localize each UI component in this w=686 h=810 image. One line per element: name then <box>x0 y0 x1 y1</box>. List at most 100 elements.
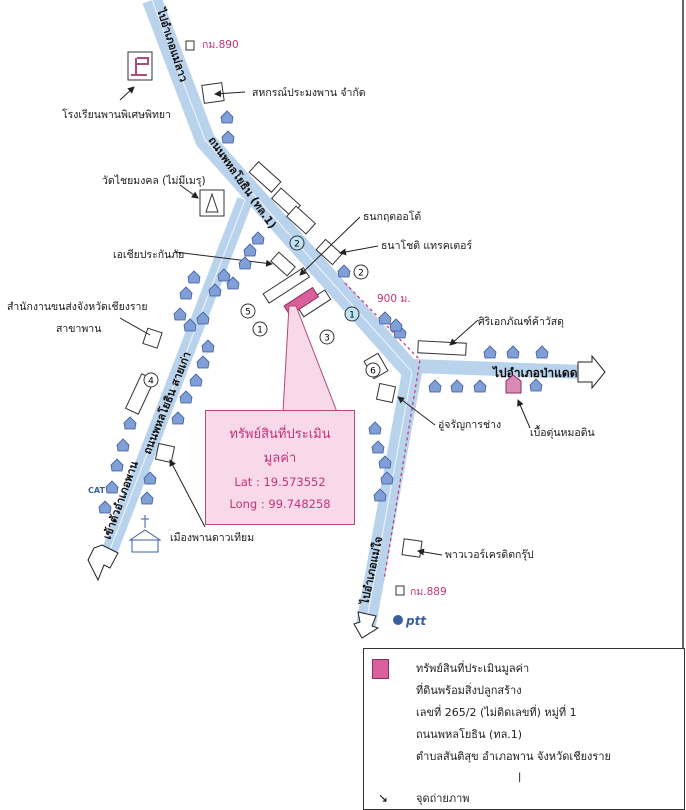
label-thanakrit: ธนกฤตออโต้ <box>363 210 421 223</box>
house-icon <box>238 256 252 270</box>
photo-point-marker <box>344 306 360 322</box>
photo-point-number: 1 <box>257 326 263 336</box>
photo-point-number: 2 <box>294 240 300 250</box>
photo-point-marker <box>240 303 256 319</box>
distance-label: 900 ม. <box>377 293 411 305</box>
house-icon <box>116 438 130 452</box>
photo-point-number: 1 <box>349 311 355 321</box>
house-icon <box>368 421 382 435</box>
callout-title-line: ทรัพย์สินที่ประเมิน <box>229 427 331 442</box>
property-callout: ทรัพย์สินที่ประเมิน มูลค่า Lat : 19.5735… <box>205 410 355 525</box>
label-thanachot: ธนาโชติ แทรคเตอร์ <box>381 239 472 252</box>
label-transport-office: สำนักงานขนส่งจังหวัดเชียงราย <box>7 300 148 313</box>
legend-line: เลขที่ 265/2 (ไม่ติดเลขที่) หมู่ที่ 1 <box>416 706 577 719</box>
house-icon <box>450 379 464 393</box>
road-label-pa-daet: ไปอำเภอป่าแดด <box>491 365 578 380</box>
callout-title: ทรัพย์สินที่ประเมิน มูลค่า <box>206 423 354 471</box>
photo-point-marker <box>289 235 305 251</box>
photo-point-number: 5 <box>245 308 251 318</box>
label-power-credit: พาวเวอร์เครดิตกรุ๊ป <box>445 548 534 561</box>
road-pa-daet <box>411 359 586 379</box>
photo-point-marker <box>252 321 268 337</box>
house-icon <box>378 455 392 469</box>
house-icon <box>389 318 403 332</box>
cat-logo: CAT <box>88 486 105 495</box>
house-icon <box>123 416 137 430</box>
house-icon <box>251 231 265 245</box>
label-ujaran: อู่จรัญการช่าง <box>438 419 501 431</box>
house-icon <box>337 264 351 278</box>
km-marker: กม.890 <box>202 39 239 51</box>
legend-line: ตำบลสันติสุข อำเภอพาน จังหวัดเชียงราย <box>416 750 611 763</box>
callout-lat: Lat : 19.573552 <box>234 475 326 489</box>
house-icon <box>143 471 157 485</box>
house-icon <box>187 270 201 284</box>
house-icon <box>201 339 215 353</box>
buildings <box>124 161 467 558</box>
house-icon <box>473 379 487 393</box>
photo-point-number: 2 <box>358 269 364 279</box>
photo-point-number: 4 <box>148 377 154 387</box>
house-icon <box>217 268 231 282</box>
label-sirichok: ศิริเอกภัณฑ์ค้าวัสดุ <box>478 315 564 328</box>
house-icon <box>483 345 497 359</box>
photo-point-marker <box>353 264 369 280</box>
legend-line: ที่ดินพร้อมสิ่งปลูกสร้าง <box>416 684 522 697</box>
house-icon <box>208 283 222 297</box>
arrow-southwest <box>87 544 119 582</box>
building-coop <box>201 82 225 104</box>
house-icon <box>98 500 112 514</box>
legend-line: ทรัพย์สินที่ประเมินมูลค่า <box>416 662 530 675</box>
house-icon <box>105 480 119 494</box>
km-marker: กม.889 <box>410 586 447 598</box>
km-post-icon <box>185 40 195 51</box>
house-icon <box>196 311 210 325</box>
photo-point-marker <box>143 372 159 388</box>
label-jar-shop: เบื้อตุ่นหมอดิน <box>530 425 595 439</box>
ptt-logo-icon <box>393 615 403 625</box>
legend-photo-point: จุดถ่ายภาพ <box>416 792 470 805</box>
legend-property-swatch <box>372 659 389 679</box>
house-icon <box>171 411 185 425</box>
house-icon <box>173 307 187 321</box>
house-icon <box>220 110 234 124</box>
house-icon <box>243 243 257 257</box>
house-icon <box>380 471 394 485</box>
house-icon <box>196 355 210 369</box>
ptt-logo: ptt <box>405 614 427 628</box>
km-post-icon <box>395 585 405 596</box>
label-asia-insurance: เอเชียประกันภัย <box>113 248 184 261</box>
house-icon <box>221 130 235 144</box>
house-icon <box>183 318 197 332</box>
church-icon <box>128 515 162 553</box>
house-icon <box>140 491 154 505</box>
house-icon <box>529 378 543 392</box>
house-icon <box>428 379 442 393</box>
house-icon <box>506 345 520 359</box>
label-muang-phan: เมืองพานดาวเทียม <box>170 531 254 544</box>
house-icon <box>378 311 392 325</box>
house-icon <box>110 458 124 472</box>
photo-point-number: 3 <box>324 334 330 344</box>
arrow-south <box>353 611 380 639</box>
photo-arrow-icon: ↘ <box>378 791 389 805</box>
callout-pointer <box>282 305 338 413</box>
label-school: โรงเรียนพานพิเศษพิทยา <box>62 108 171 121</box>
legend-tick: | <box>518 772 522 783</box>
house-icon <box>189 373 203 387</box>
house-icon <box>371 440 385 454</box>
house-icon <box>179 390 193 404</box>
photo-point-marker <box>319 329 335 345</box>
photo-point-number: 6 <box>370 367 376 377</box>
arrow-east <box>577 354 606 390</box>
house-icon <box>179 286 193 300</box>
legend: ทรัพย์สินที่ประเมินมูลค่า ที่ดินพร้อมสิ่… <box>363 648 685 810</box>
house-icon <box>226 276 240 290</box>
label-coop: สหกรณ์ประมงพาน จำกัด <box>252 86 366 99</box>
house-icon <box>373 488 387 502</box>
photo-point-marker <box>365 362 381 378</box>
houses <box>98 110 549 514</box>
callout-long: Long : 99.748258 <box>229 497 331 511</box>
callout-title-line: มูลค่า <box>263 451 297 466</box>
